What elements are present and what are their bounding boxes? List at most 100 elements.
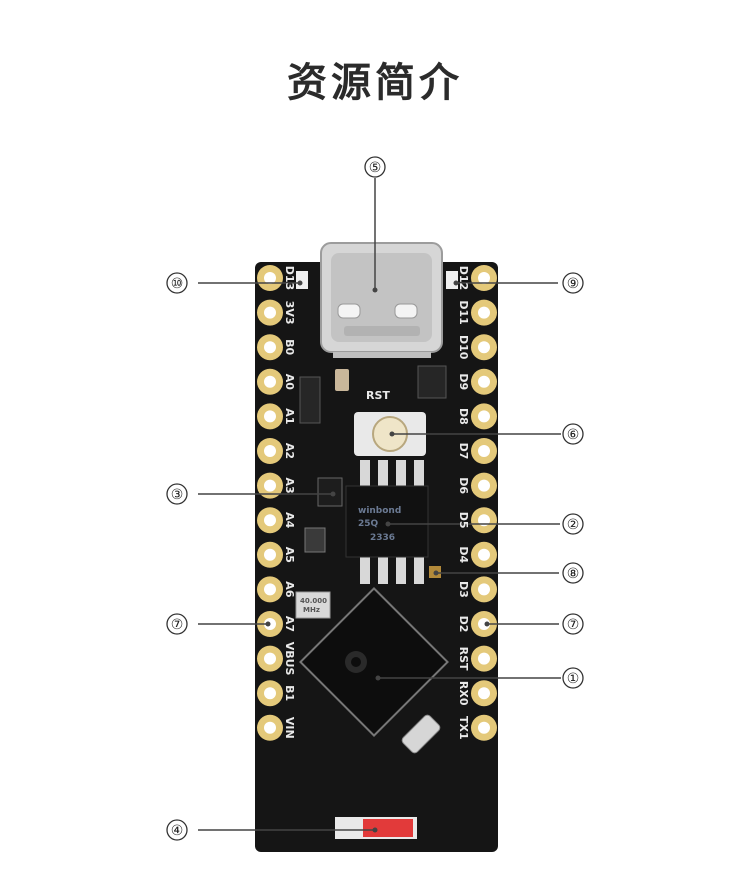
callout-1: ①	[562, 667, 584, 689]
right-pin-label-d9: D9	[457, 373, 470, 390]
right-pin-label-d3: D3	[457, 581, 470, 598]
usb-c-connector	[320, 242, 443, 358]
left-pin-pad-0-hole	[264, 272, 276, 284]
crystal-oscillator: 40.000 MHz	[295, 591, 331, 619]
right-pin-pad-9-hole	[478, 583, 490, 596]
flash-line2: 2336	[370, 533, 395, 543]
right-pin-label-d11: D11	[457, 300, 470, 324]
left-pin-label-vbus: VBUS	[283, 642, 296, 676]
left-pin-label-a1: A1	[283, 408, 296, 424]
svg-text:④: ④	[171, 823, 184, 839]
power-led	[296, 271, 308, 289]
svg-text:⑦: ⑦	[171, 617, 184, 633]
callout-5: ⑤	[364, 156, 386, 178]
right-pin-label-d6: D6	[457, 477, 470, 494]
left-pin-pad-11-hole	[264, 652, 276, 665]
flash-line1: 25Q	[358, 519, 379, 529]
right-pin-pad-4-hole	[478, 410, 490, 423]
callout-3: ③	[166, 483, 188, 505]
left-pin-label-a0: A0	[283, 374, 296, 391]
left-pin-pad-8-hole	[264, 548, 276, 561]
left-pin-pad-5-hole	[264, 445, 276, 457]
page-title: 资源简介	[287, 60, 463, 106]
callout-leaders	[198, 178, 561, 831]
rtc-crystal	[401, 714, 441, 754]
right-pin-pad-7-hole	[478, 514, 490, 527]
esp32-soc-chip	[299, 587, 449, 737]
callout-8: ⑧	[562, 562, 584, 584]
right-pin-label-d5: D5	[457, 512, 470, 529]
diode-component	[299, 376, 321, 424]
right-pin-label-d4: D4	[457, 546, 470, 563]
left-pin-label-b0: B0	[283, 339, 296, 355]
left-pin-label-d13: D13	[283, 266, 296, 290]
right-pin-label-d10: D10	[457, 335, 470, 360]
callout-numbers: ⑤ ⑩ ⑨ ⑥ ③ ② ⑧ ⑦ ⑦ ① ④	[166, 156, 584, 841]
callout-2: ②	[562, 513, 584, 535]
left-pin-pad-1-hole	[264, 306, 276, 319]
right-pin-pad-8-hole	[478, 548, 490, 561]
right-pin-pad-11-hole	[478, 652, 490, 665]
right-pin-label-d8: D8	[457, 408, 470, 425]
left-pin-pad-3-hole	[264, 375, 276, 388]
right-pin-label-d7: D7	[457, 443, 470, 460]
right-pin-pad-3-hole	[478, 375, 490, 388]
crystal-line1: 40.000	[300, 597, 327, 605]
svg-text:①: ①	[567, 671, 580, 687]
left-pin-pad-4-hole	[264, 410, 276, 423]
svg-text:⑨: ⑨	[567, 276, 580, 292]
left-pin-pad-7-hole	[264, 514, 276, 527]
left-pin-label-b1: B1	[283, 685, 296, 701]
right-pin-pad-1-hole	[478, 306, 490, 319]
left-pin-pad-13-hole	[264, 721, 276, 734]
left-pin-label-a3: A3	[283, 478, 296, 494]
left-pin-label-a5: A5	[283, 547, 296, 563]
left-pin-pad-2-hole	[264, 341, 276, 354]
flash-brand: winbond	[358, 506, 401, 516]
callout-9: ⑨	[562, 272, 584, 294]
right-pin-label-d2: D2	[457, 616, 470, 633]
right-pin-pad-0-hole	[478, 272, 490, 284]
capacitor-component	[335, 369, 349, 391]
right-pin-label-d12: D12	[457, 266, 470, 290]
callout-7-right: ⑦	[562, 613, 584, 635]
right-pin-pad-5-hole	[478, 445, 490, 457]
left-pin-label-a6: A6	[283, 581, 296, 598]
user-led	[446, 271, 458, 289]
flash-chip: winbond 25Q 2336	[345, 460, 429, 584]
callout-10: ⑩	[166, 272, 188, 294]
svg-text:②: ②	[567, 517, 580, 533]
left-pin-label-a7: A7	[283, 616, 296, 632]
svg-text:⑧: ⑧	[567, 566, 580, 582]
left-pin-label-a4: A4	[283, 512, 296, 529]
left-pin-pads	[257, 265, 283, 741]
right-pin-pad-6-hole	[478, 479, 490, 492]
svg-text:⑩: ⑩	[171, 276, 184, 292]
ldo-chip	[317, 477, 343, 507]
callout-7-left: ⑦	[166, 613, 188, 635]
callout-4: ④	[166, 819, 188, 841]
left-pin-label-vin: VIN	[283, 717, 296, 739]
svg-text:⑥: ⑥	[567, 427, 580, 443]
svg-text:⑦: ⑦	[567, 617, 580, 633]
right-pin-pad-13-hole	[478, 721, 490, 734]
right-pin-pad-12-hole	[478, 687, 490, 700]
svg-text:⑤: ⑤	[369, 160, 382, 176]
left-pin-pad-12-hole	[264, 687, 276, 700]
inductor-component	[304, 527, 326, 553]
callout-dots	[265, 280, 490, 833]
right-pin-pad-10-hole	[478, 618, 490, 630]
left-pin-pad-6-hole	[264, 479, 276, 492]
right-pin-pads	[471, 265, 497, 741]
right-pin-pad-2-hole	[478, 341, 490, 354]
right-pin-label-tx1: TX1	[457, 716, 470, 740]
rst-silkscreen: RST	[366, 389, 390, 402]
crystal-line2: MHz	[303, 606, 320, 614]
svg-text:③: ③	[171, 487, 184, 503]
mosfet-component	[417, 365, 447, 399]
left-pin-pad-9-hole	[264, 583, 276, 596]
left-pin-label-3v3: 3V3	[283, 301, 296, 325]
right-pin-label-rst: RST	[457, 647, 470, 671]
left-pin-label-a2: A2	[283, 443, 296, 459]
